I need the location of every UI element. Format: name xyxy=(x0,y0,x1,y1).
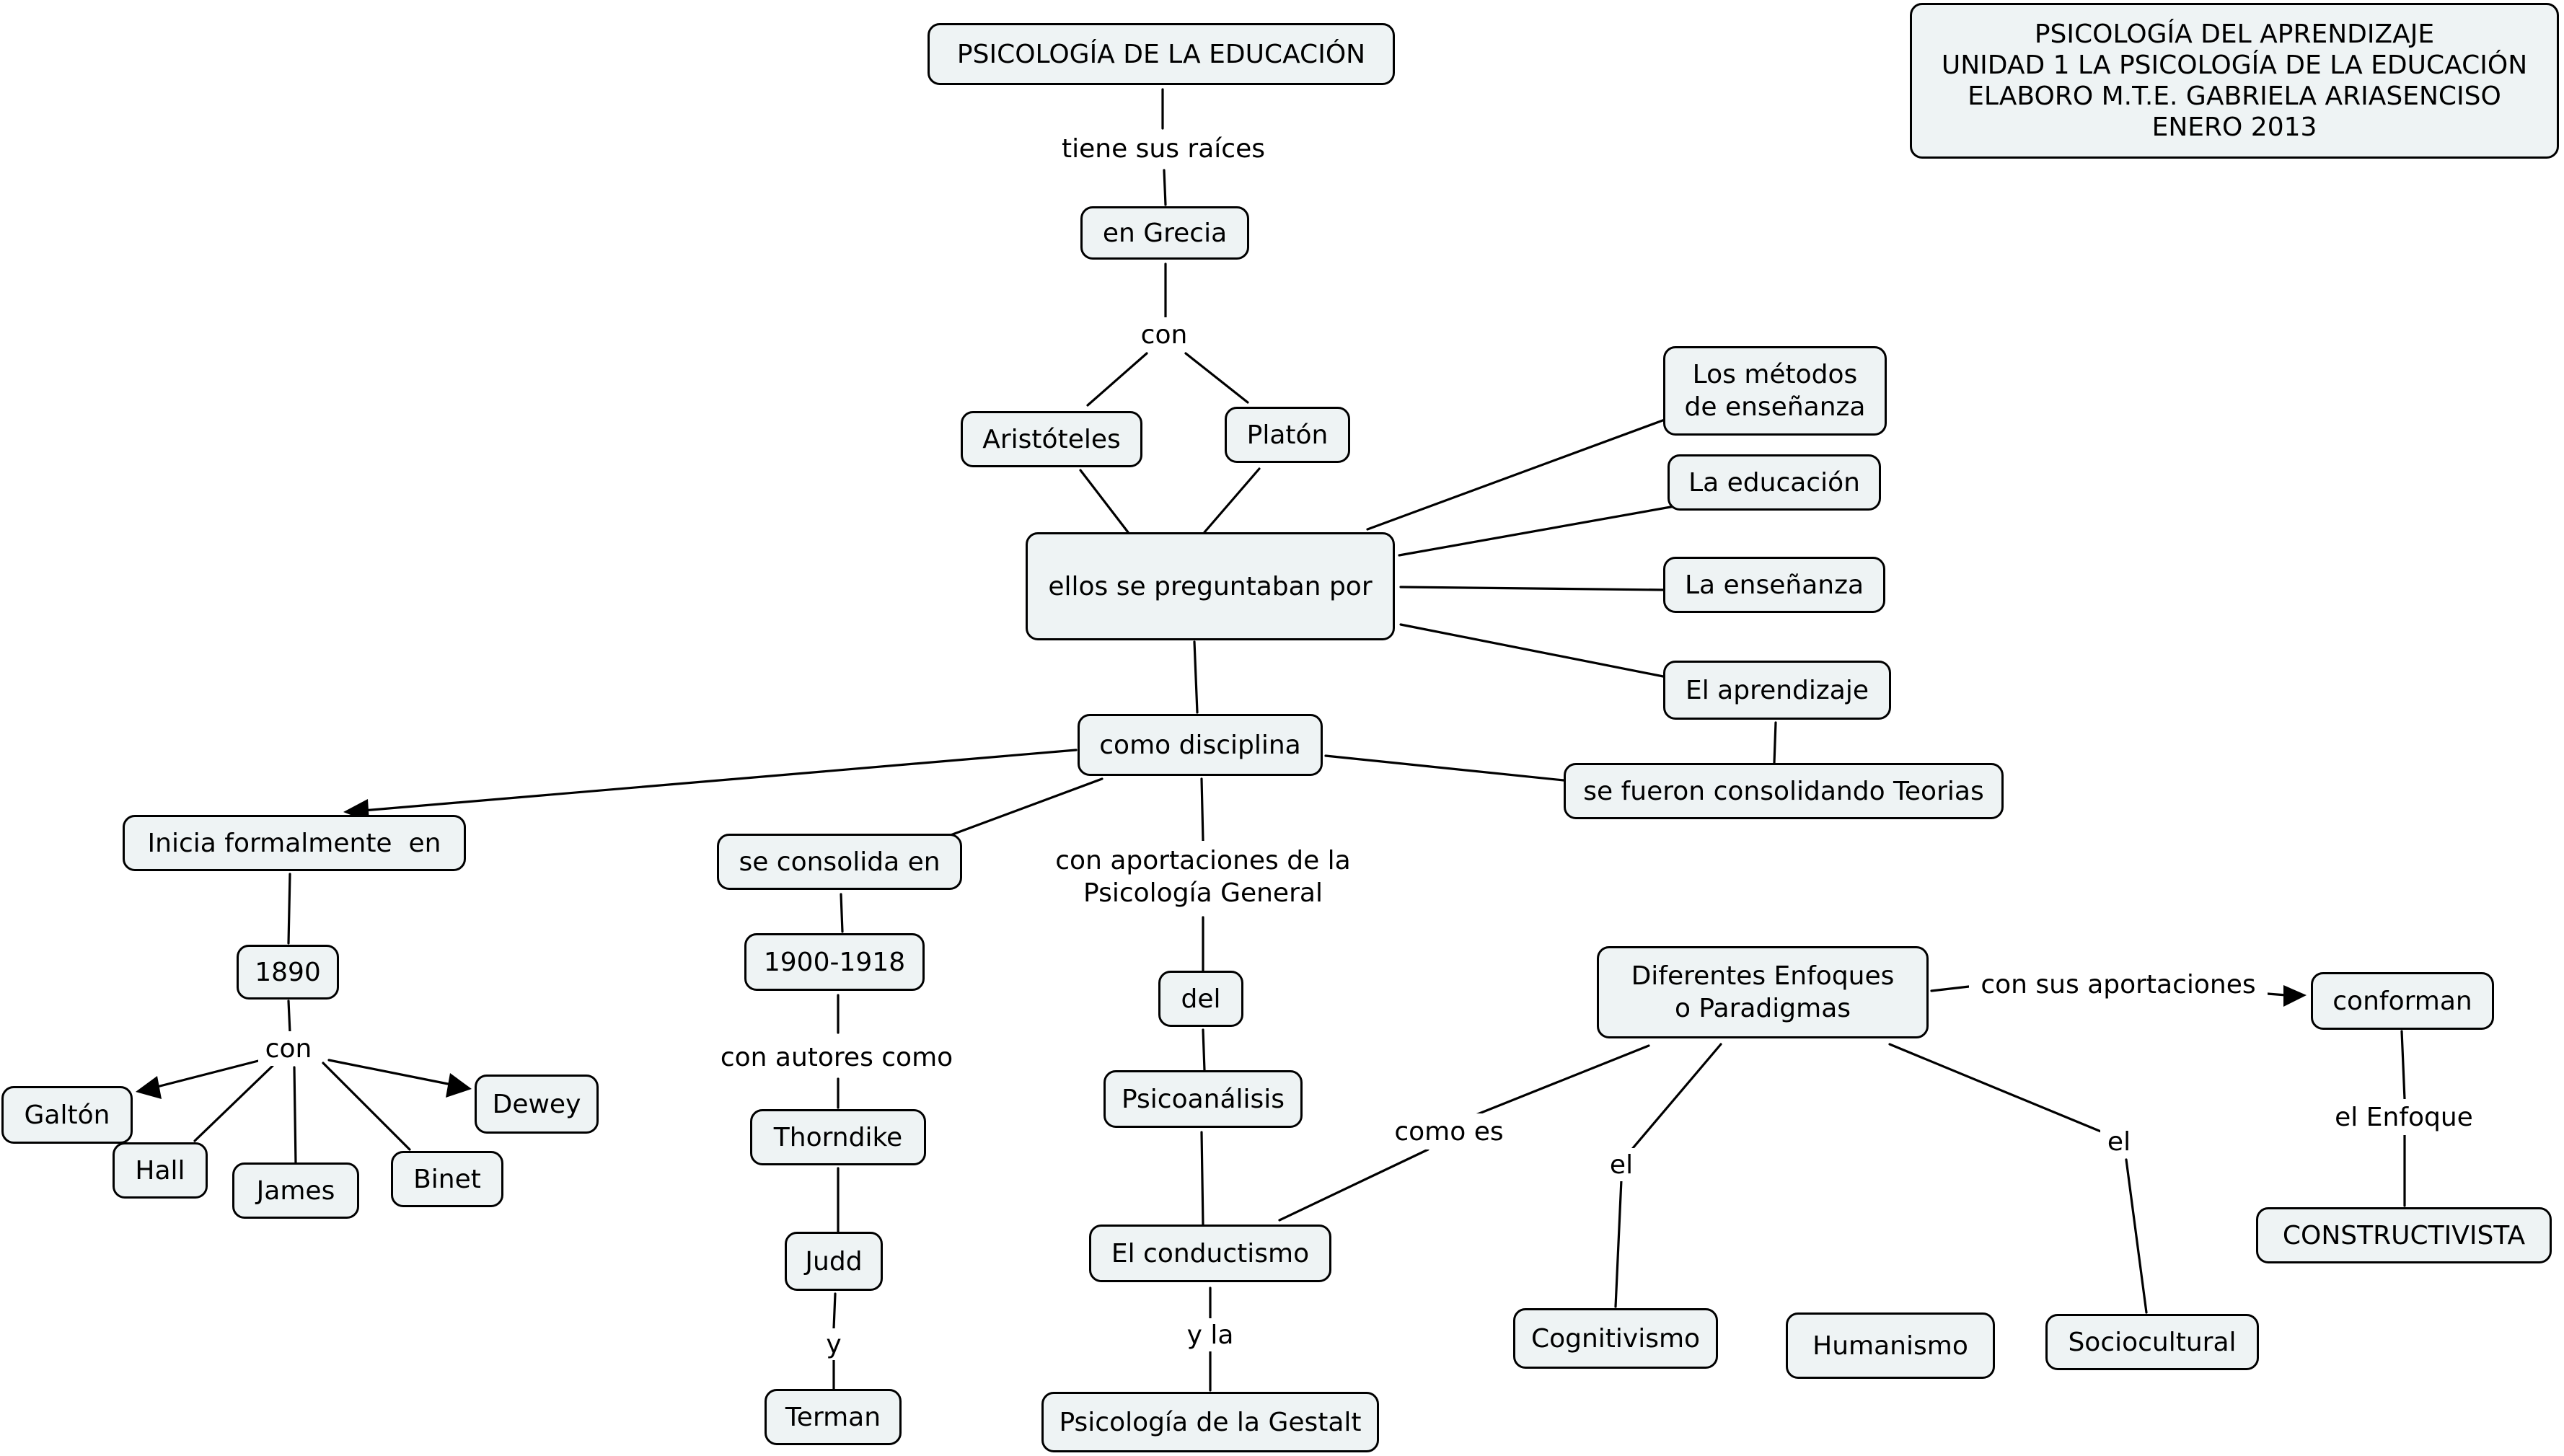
concept-gestalt[interactable]: Psicología de la Gestalt xyxy=(1041,1392,1379,1452)
concept-galton[interactable]: Galtón xyxy=(1,1086,133,1144)
concept-diferentes-enfoques[interactable]: Diferentes Enfoques o Paradigmas xyxy=(1597,946,1929,1038)
connector xyxy=(322,1062,411,1151)
concept-la-educacion[interactable]: La educación xyxy=(1668,454,1881,511)
arrowhead xyxy=(2283,985,2307,1007)
linking-phrase-con-1890: con xyxy=(258,1031,319,1066)
linking-phrase-autores-como: con autores como xyxy=(714,1038,959,1076)
connector xyxy=(1193,640,1199,714)
concept-inicia-formalmente[interactable]: Inicia formalmente en xyxy=(123,815,466,871)
connector xyxy=(153,1059,263,1089)
concept-james[interactable]: James xyxy=(232,1162,359,1219)
concept-en-grecia[interactable]: en Grecia xyxy=(1080,206,1249,260)
concept-1890[interactable]: 1890 xyxy=(237,945,339,1000)
concept-constructivista[interactable]: CONSTRUCTIVISTA xyxy=(2256,1207,2552,1263)
connector xyxy=(840,893,844,933)
map-title-box: PSICOLOGÍA DEL APRENDIZAJE UNIDAD 1 LA P… xyxy=(1910,3,2559,159)
concept-sociocultural[interactable]: Sociocultural xyxy=(2045,1314,2259,1370)
linking-phrase-y: y xyxy=(818,1328,850,1360)
concept-dewey[interactable]: Dewey xyxy=(475,1075,599,1134)
linking-phrase-tiene-raices: tiene sus raíces xyxy=(1049,130,1278,167)
connector xyxy=(1079,469,1129,534)
connector xyxy=(2400,1030,2406,1100)
concept-binet[interactable]: Binet xyxy=(391,1151,503,1207)
concept-del[interactable]: del xyxy=(1158,971,1243,1027)
connector xyxy=(1773,721,1777,764)
connector xyxy=(1930,985,1970,992)
connector xyxy=(287,873,291,945)
concept-judd[interactable]: Judd xyxy=(785,1232,883,1291)
connector xyxy=(1398,505,1676,557)
concept-psicoanalisis[interactable]: Psicoanálisis xyxy=(1103,1070,1303,1128)
concept-ellos-preguntaban[interactable]: ellos se preguntaban por xyxy=(1026,532,1395,640)
linking-phrase-el-sociocultural: el xyxy=(2100,1125,2138,1158)
concept-como-disciplina[interactable]: como disciplina xyxy=(1078,714,1323,776)
connector xyxy=(949,777,1103,837)
concept-terman[interactable]: Terman xyxy=(765,1389,902,1445)
connector xyxy=(362,749,1078,812)
connector xyxy=(2266,992,2288,997)
connector xyxy=(1324,754,1565,782)
linking-phrase-con-sus-aportaciones: con sus aportaciones xyxy=(1969,966,2268,1002)
connector xyxy=(327,1059,453,1086)
linking-phrase-aportaciones-psicologia-general: con aportaciones de la Psicología Genera… xyxy=(1050,841,1356,913)
concept-1900-1918[interactable]: 1900-1918 xyxy=(744,933,925,991)
concept-thorndike[interactable]: Thorndike xyxy=(750,1109,926,1165)
connector xyxy=(832,1292,837,1330)
connector xyxy=(1200,777,1204,842)
concept-aristoteles[interactable]: Aristóteles xyxy=(961,411,1142,467)
linking-phrase-con-grecia: con xyxy=(1134,317,1194,352)
concept-conforman[interactable]: conforman xyxy=(2311,972,2494,1030)
connector xyxy=(1366,418,1666,531)
concept-conductismo[interactable]: El conductismo xyxy=(1089,1225,1331,1282)
connector xyxy=(1184,352,1249,404)
linking-phrase-el-cognitivismo: el xyxy=(1603,1148,1640,1181)
concept-psicologia-educacion[interactable]: PSICOLOGÍA DE LA EDUCACIÓN xyxy=(928,23,1395,85)
connector xyxy=(1086,352,1148,407)
connector xyxy=(293,1066,297,1165)
connector xyxy=(1888,1043,2107,1135)
concept-hall[interactable]: Hall xyxy=(113,1142,208,1199)
linking-phrase-el-enfoque: el Enfoque xyxy=(2321,1099,2487,1135)
concept-cognitivismo[interactable]: Cognitivismo xyxy=(1513,1308,1718,1369)
connector xyxy=(1399,623,1665,678)
concept-platon[interactable]: Platón xyxy=(1225,407,1350,463)
concept-metodos-ensenanza[interactable]: Los métodos de enseñanza xyxy=(1663,346,1887,436)
connector xyxy=(1163,169,1167,206)
connector xyxy=(193,1064,274,1142)
linking-phrase-como-es: como es xyxy=(1388,1113,1510,1150)
arrowhead xyxy=(446,1073,472,1098)
connector xyxy=(1399,586,1665,591)
connector xyxy=(1474,1044,1650,1116)
connector xyxy=(287,1000,291,1034)
concept-la-ensenanza[interactable]: La enseñanza xyxy=(1663,557,1885,613)
concept-se-consolida[interactable]: se consolida en xyxy=(717,834,962,890)
concept-humanismo[interactable]: Humanismo xyxy=(1786,1312,1995,1379)
connector xyxy=(1614,1178,1623,1308)
concept-consolidando-teorias[interactable]: se fueron consolidando Teorias xyxy=(1564,763,2004,819)
connector xyxy=(1200,1131,1204,1227)
connector xyxy=(1203,467,1261,534)
connector xyxy=(2125,1158,2148,1314)
concept-el-aprendizaje[interactable]: El aprendizaje xyxy=(1663,661,1891,720)
arrowhead xyxy=(136,1076,162,1099)
connector xyxy=(1202,1028,1206,1072)
connector xyxy=(1278,1148,1429,1222)
connector xyxy=(1631,1043,1722,1150)
linking-phrase-y-la: y la xyxy=(1174,1318,1246,1351)
